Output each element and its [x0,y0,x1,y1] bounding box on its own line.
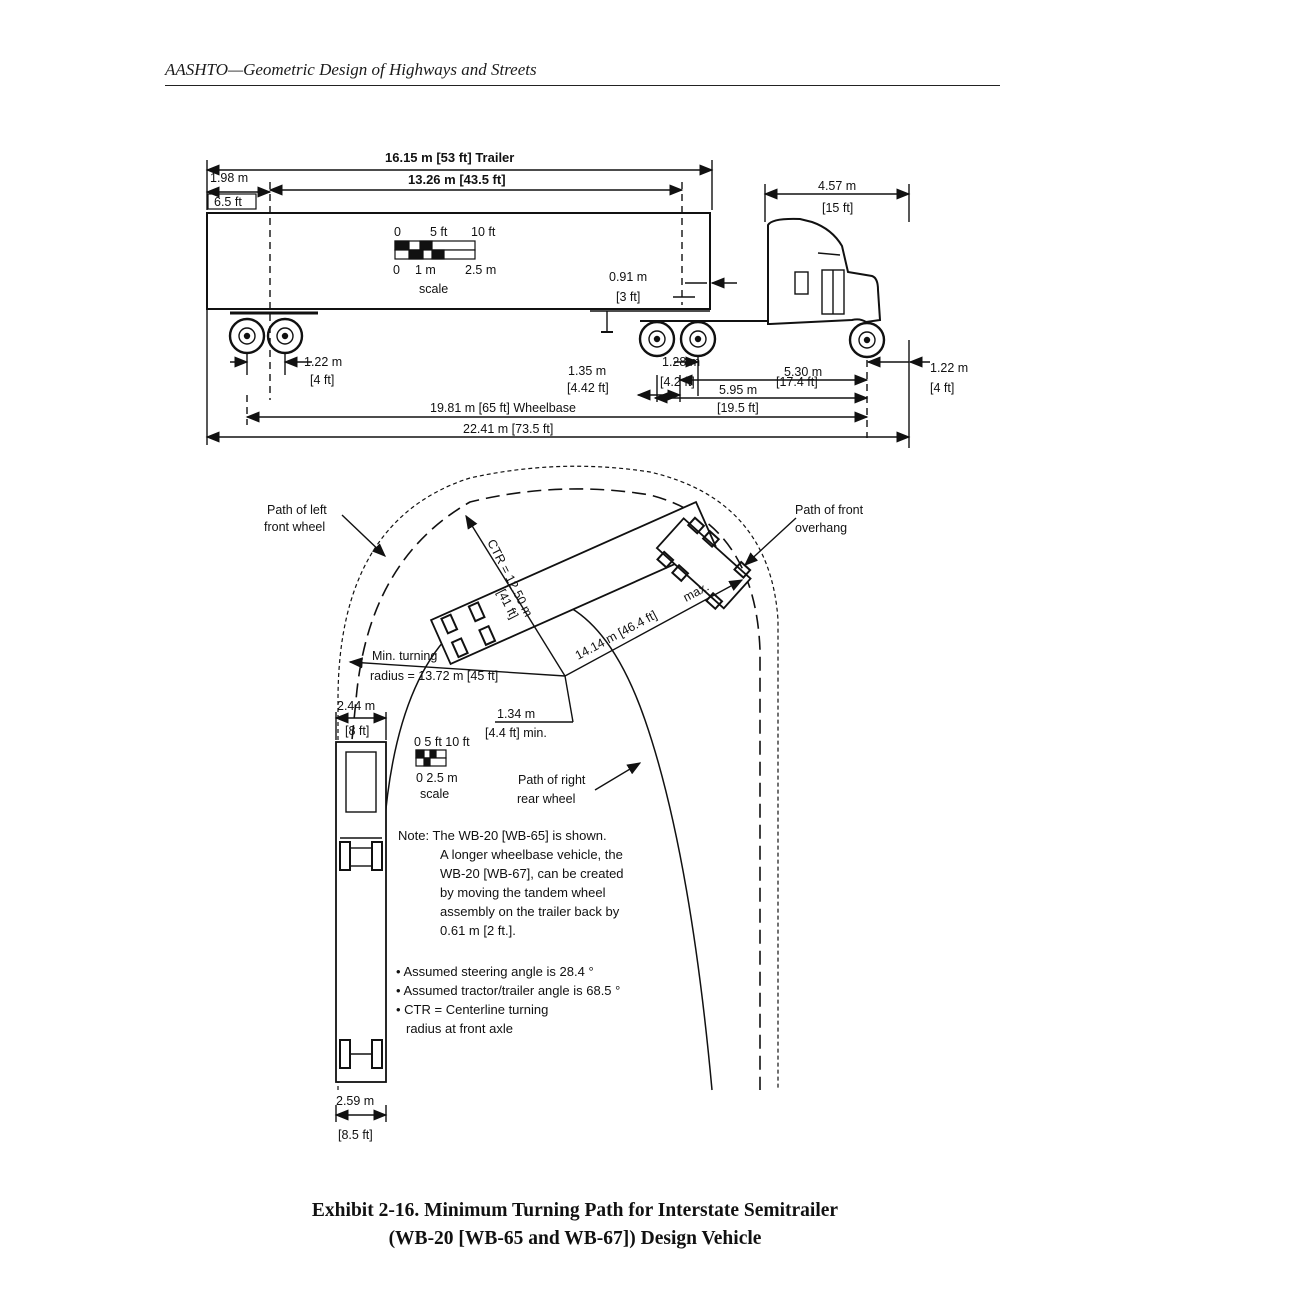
header-text: AASHTO—Geometric Design of Highways and … [165,60,537,79]
right-rear-wheel-path [383,595,713,1091]
width-top-m: 2.44 m [337,699,375,713]
note-line-2: A longer wheelbase vehicle, the [440,847,623,862]
scale-m-1: 1 m [415,263,436,277]
tractor-wheelbase-m: 5.30 m [784,365,822,379]
tractor-tandem-m: 1.28 m [662,355,700,369]
rear-tandem-m: 1.22 m [304,355,342,369]
figure-caption-line-2: (WB-20 [WB-65 and WB-67]) Design Vehicle [388,1228,762,1249]
wheelbase-label: 19.81 m [65 ft] Wheelbase [430,401,576,415]
scale-m-0: 0 [393,263,400,277]
trailer-body [206,212,711,310]
front-overhang2-ft: [4 ft] [930,381,954,395]
tractor-cab [767,217,882,325]
trailer-length-label: 16.15 m [53 ft] Trailer [385,150,514,165]
kingpin-offset-ft: [3 ft] [616,290,640,304]
width-bottom-ft: [8.5 ft] [338,1128,373,1142]
bullet-4: radius at front axle [406,1021,513,1036]
right-rear-path-label-1: Path of right [518,773,586,787]
left-front-path-label-1: Path of left [267,503,327,517]
min-turning-label-2: radius = 13.72 m [45 ft] [370,669,498,683]
offset-m: 1.34 m [497,707,535,721]
plan-trailer [335,741,387,1083]
plan-scale-label: scale [420,787,449,801]
header-rule [165,85,1000,86]
bullet-3: • CTR = Centerline turning [396,1002,548,1017]
note-line-6: 0.61 m [2 ft.]. [440,923,516,938]
scale-ft-10: 10 ft [471,225,496,239]
kingpin-axle-label: 13.26 m [43.5 ft] [408,172,506,187]
offset-ft: [4.4 ft] min. [485,726,547,740]
note-line-5: assembly on the trailer back by [440,904,620,919]
left-front-wheel-path [349,488,761,1090]
tractor-front-wheel [848,321,886,359]
tractor-drive-wheels [638,320,717,358]
scale-m-25: 2.5 m [465,263,496,277]
tractor-overall-m: 5.95 m [719,383,757,397]
right-rear-path-label-2: rear wheel [517,792,575,806]
front-overhang-path-label-1: Path of front [795,503,864,517]
overall-length-label: 22.41 m [73.5 ft] [463,422,553,436]
width-bottom-m: 2.59 m [336,1094,374,1108]
diag-dim-label: 14.14 m [46.4 ft] [573,608,659,663]
trailer-tandem-ft: [4.42 ft] [567,381,609,395]
side-view [205,160,930,448]
front-overhang-m: 4.57 m [818,179,856,193]
trailer-rear-wheels [228,317,304,355]
note-line-4: by moving the tandem wheel [440,885,606,900]
front-overhang2-m: 1.22 m [930,361,968,375]
figure-caption-line-1: Exhibit 2-16. Minimum Turning Path for I… [311,1200,839,1221]
side-scale-label: scale [419,282,448,296]
note-line-1: Note: The WB-20 [WB-65] is shown. [398,828,607,843]
min-turning-label-1: Min. turning [372,649,437,663]
tractor-wheelbase-ft: [17.4 ft] [776,375,818,389]
rear-overhang-m: 1.98 m [210,171,248,185]
tractor-overall-ft: [19.5 ft] [717,401,759,415]
kingpin-offset-m: 0.91 m [609,270,647,284]
front-overhang-ft: [15 ft] [822,201,853,215]
page-header: AASHTO—Geometric Design of Highways and … [165,58,1000,88]
side-scale-bar [394,240,476,260]
left-front-path-label-2: front wheel [264,520,325,534]
plan-trailer-turned [429,500,717,666]
bullet-2: • Assumed tractor/trailer angle is 68.5 … [396,983,620,998]
width-top-ft: [8 ft] [345,724,369,738]
plan-view [334,465,797,1122]
front-overhang-path-label-2: overhang [795,521,847,535]
scale-ft-5: 5 ft [430,225,448,239]
trailer-tandem-m: 1.35 m [568,364,606,378]
scale-ft-0: 0 [394,225,401,239]
side-view-labels: 16.15 m [53 ft] Trailer 13.26 m [43.5 ft… [207,150,968,436]
tractor-tandem-ft: [4.2 ft] [660,375,695,389]
plan-scale-ft: 0 5 ft 10 ft [414,735,470,749]
note-line-3: WB-20 [WB-67], can be created [440,866,624,881]
bullet-1: • Assumed steering angle is 28.4 ° [396,964,594,979]
rear-overhang-ft: 6.5 ft [214,195,242,209]
plan-scale-m: 0 2.5 m [416,771,458,785]
plan-scale-bar [415,749,447,767]
rear-tandem-ft: [4 ft] [310,373,334,387]
